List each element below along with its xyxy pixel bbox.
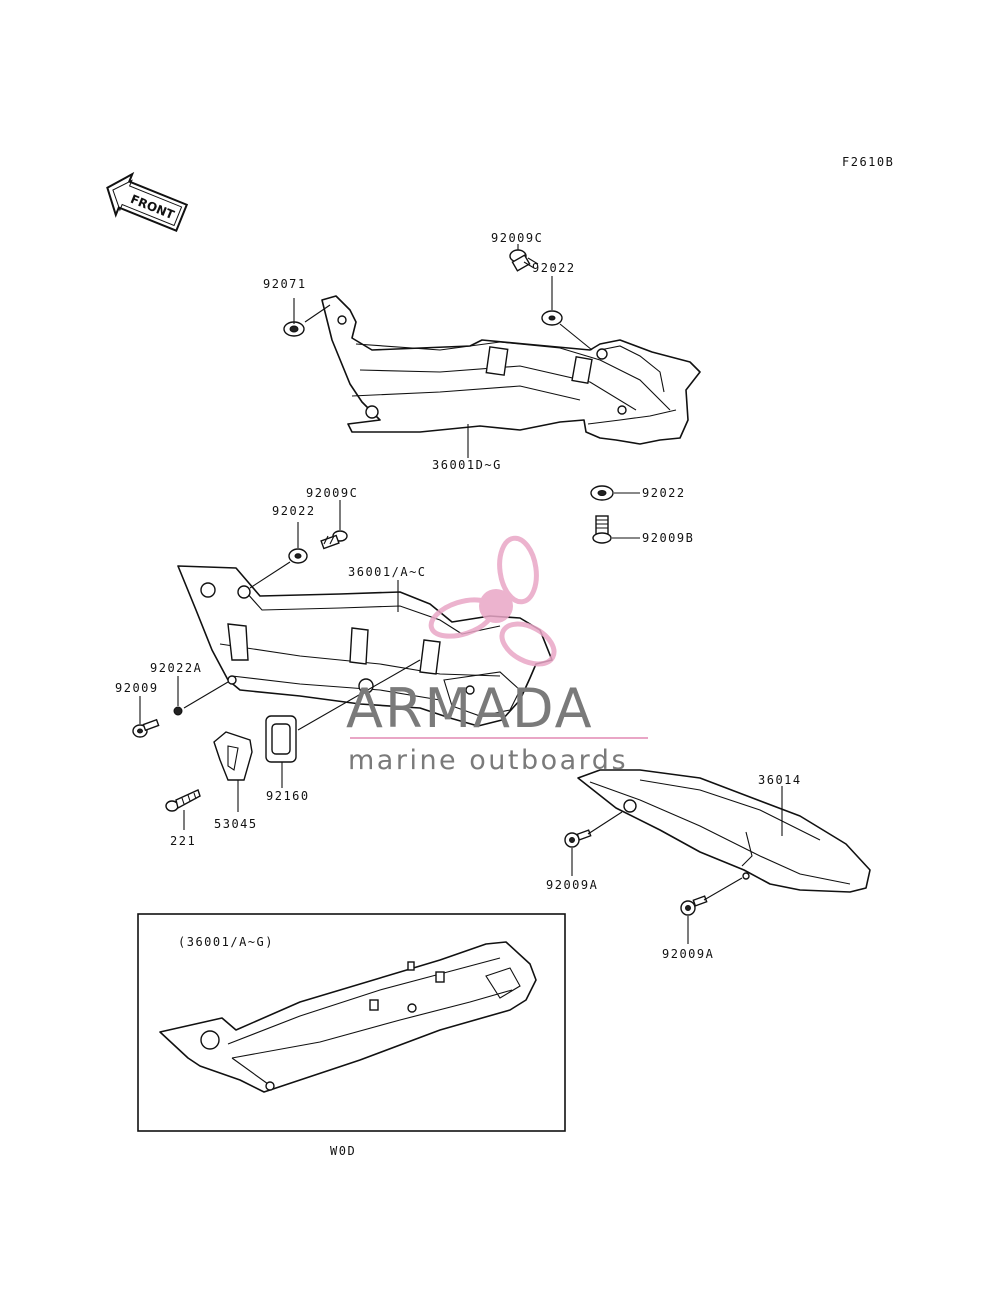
- label-92022-mid: 92022: [272, 504, 316, 518]
- chain-guard: [577, 769, 871, 893]
- screw-221-icon: [165, 789, 201, 812]
- label-92160: 92160: [266, 789, 310, 803]
- inset-title: (36001/A~G): [178, 935, 274, 949]
- label-221: 221: [170, 834, 196, 848]
- label-92071: 92071: [263, 277, 307, 291]
- label-92009B: 92009B: [642, 531, 694, 545]
- label-92022-right: 92022: [642, 486, 686, 500]
- bolt-92009B-icon: [592, 515, 612, 544]
- inset-caption: W0D: [330, 1144, 356, 1158]
- watermark-brand: ARMADA: [346, 677, 594, 740]
- bracket-53045-icon: [213, 731, 253, 781]
- washer-92022-mid-icon: [288, 548, 308, 564]
- grommet-92160-icon: [265, 715, 297, 763]
- washer-92022-top-icon: [541, 310, 563, 326]
- label-92009A-1: 92009A: [546, 878, 598, 892]
- inset-lower-cover: [159, 941, 537, 1093]
- front-arrow-icon: FRONT: [106, 171, 189, 233]
- watermark-tagline: marine outboards: [348, 745, 628, 776]
- bolt-92009A-2-icon: [680, 895, 708, 916]
- label-36001D-G: 36001D~G: [432, 458, 502, 472]
- lower-side-cover: [177, 565, 553, 727]
- figure-code: F2610B: [842, 155, 894, 169]
- bolt-92009A-1-icon: [564, 829, 592, 848]
- label-92009: 92009: [115, 681, 159, 695]
- label-36001A-C: 36001/A~C: [348, 565, 427, 579]
- armada-propeller-logo-icon: [428, 535, 557, 667]
- upper-side-cover: [321, 295, 701, 445]
- nut-92022A-icon: [173, 706, 183, 716]
- washer-92022-right-icon: [590, 485, 614, 501]
- bolt-92009-icon: [132, 718, 160, 738]
- bolt-92009C-mid-icon: [320, 530, 348, 550]
- bolt-92009C-top-icon: [509, 249, 539, 272]
- label-92022-top: 92022: [532, 261, 576, 275]
- label-92022A: 92022A: [150, 661, 202, 675]
- label-53045: 53045: [214, 817, 258, 831]
- label-36014: 36014: [758, 773, 802, 787]
- label-92009C-top: 92009C: [491, 231, 543, 245]
- label-92009C-mid: 92009C: [306, 486, 358, 500]
- label-92009A-2: 92009A: [662, 947, 714, 961]
- grommet-92071-icon: [283, 321, 305, 337]
